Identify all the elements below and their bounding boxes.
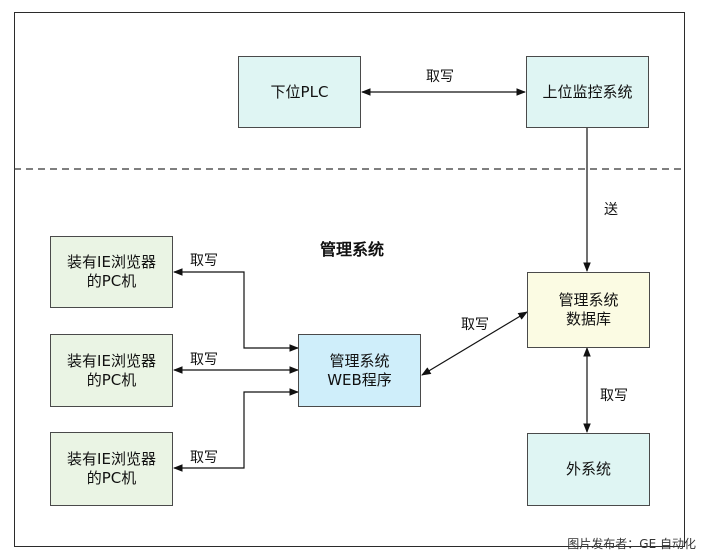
pc1-link-label: 取写 bbox=[190, 253, 218, 269]
web-db-link-label: 取写 bbox=[461, 317, 489, 333]
pc2-link-label: 取写 bbox=[190, 352, 218, 368]
pc3-link-label: 取写 bbox=[190, 450, 218, 466]
plc-link-label: 取写 bbox=[426, 69, 454, 85]
mgmt-db-box: 管理系统 数据库 bbox=[527, 272, 650, 348]
pc1-box: 装有IE浏览器 的PC机 bbox=[50, 236, 173, 308]
web-db-arrow bbox=[421, 311, 528, 376]
db-ext-link-label: 取写 bbox=[600, 388, 628, 404]
pc3-box: 装有IE浏览器 的PC机 bbox=[50, 432, 173, 506]
pc3-web-arrow bbox=[173, 388, 299, 472]
lower-plc-box: 下位PLC bbox=[238, 56, 361, 128]
pc2-box: 装有IE浏览器 的PC机 bbox=[50, 334, 173, 407]
pc1-web-arrow bbox=[173, 268, 299, 352]
credit-text: 图片发布者：GE 自动化 bbox=[567, 537, 696, 551]
mgmt-web-box: 管理系统 WEB程序 bbox=[298, 334, 421, 407]
diagram-frame bbox=[14, 12, 685, 547]
upper-monitor-box: 上位监控系统 bbox=[526, 56, 649, 128]
section-title: 管理系统 bbox=[320, 240, 385, 259]
ext-system-box: 外系统 bbox=[527, 433, 650, 506]
send-label: 送 bbox=[604, 202, 618, 218]
